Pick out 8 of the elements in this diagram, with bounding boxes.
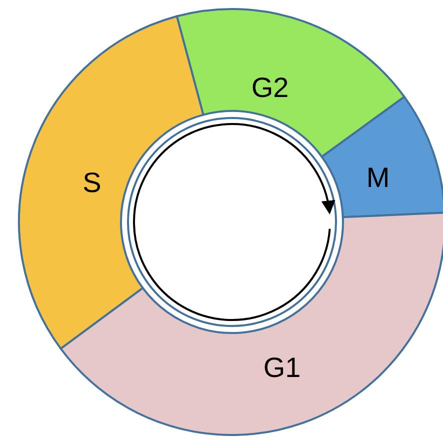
ring-segment <box>60 212 443 436</box>
ring-segment <box>18 15 204 350</box>
segment-label: G2 <box>251 74 289 102</box>
ring-segment <box>320 96 443 218</box>
segment-label: S <box>82 169 102 197</box>
segment-label: G1 <box>263 354 301 382</box>
ring-segment <box>176 8 406 158</box>
segment-label: M <box>366 164 390 192</box>
